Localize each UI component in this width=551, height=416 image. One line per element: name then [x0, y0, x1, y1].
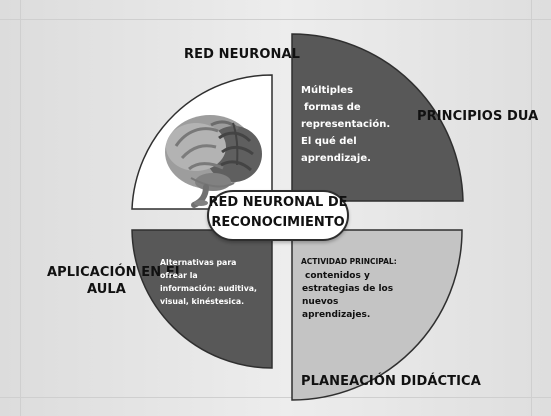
- bottom-left-section-label-line-1: APLICACIÓN EN EL: [47, 265, 184, 280]
- bottom-right-section-label: PLANEACIÓN DIDÁCTICA: [301, 374, 481, 389]
- brain-icon: [165, 115, 262, 208]
- bottom-right-quadrant: [291, 229, 463, 401]
- top-right-quadrant: [291, 33, 464, 202]
- bottom-left-body-line-3: visual, kinéstesica.: [160, 297, 245, 306]
- center-title-line-2: RECONOCIMIENTO: [211, 215, 345, 230]
- bottom-left-body-line-1: Alternativas para ofrear la: [160, 258, 237, 280]
- top-right-body-line-4: El qué del: [301, 136, 357, 147]
- top-right-body-line-1: Múltiples: [301, 85, 354, 96]
- top-right-section-label: PRINCIPIOS DUA: [417, 109, 539, 124]
- bottom-left-section-label-line-2: AULA: [87, 282, 126, 297]
- center-node: [207, 190, 349, 241]
- center-title-line-1: RED NEURONAL DE: [208, 195, 348, 210]
- top-left-frame-line: [20, 0, 21, 416]
- top-right-body-line-5: aprendizaje.: [301, 153, 371, 164]
- bottom-right-body-line-3: nuevos aprendizajes.: [302, 297, 371, 320]
- bottom-left-body-line-2: información: auditiva,: [160, 284, 258, 293]
- top-right-body: Múltiples formas de representación. El q…: [301, 82, 407, 167]
- center-title: RED NEURONAL DE RECONOCIMIENTO: [207, 193, 349, 237]
- right-frame-line: [531, 0, 532, 416]
- bottom-right-body: contenidos y estrategias de los nuevos a…: [302, 270, 406, 322]
- bottom-frame-line: [0, 397, 551, 398]
- bottom-left-body: Alternativas para ofrear la información:…: [160, 256, 260, 308]
- top-left-section-label: RED NEURONAL: [184, 47, 301, 62]
- top-right-body-line-3: representación.: [301, 119, 391, 130]
- top-frame-line: [0, 19, 551, 20]
- bottom-left-quadrant: [131, 229, 273, 369]
- top-right-body-line-2: formas de: [304, 102, 361, 113]
- bottom-right-body-line-1: contenidos y: [305, 271, 370, 281]
- bottom-right-body-line-2: estrategias de los: [302, 284, 394, 294]
- bottom-right-heading: ACTIVIDAD PRINCIPAL:: [301, 257, 397, 266]
